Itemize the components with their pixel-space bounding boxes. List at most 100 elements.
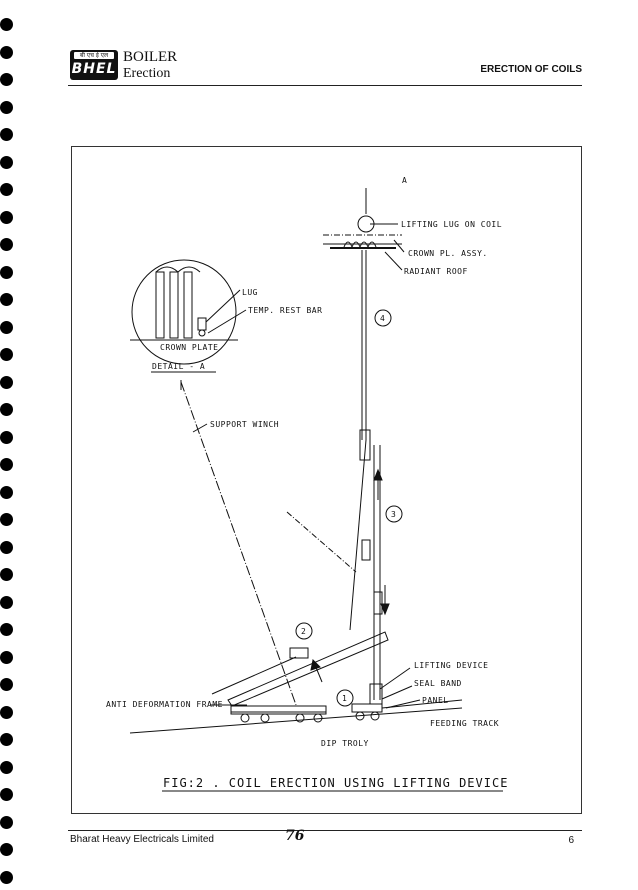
binding-hole (0, 596, 13, 609)
step-1-circle (336, 689, 354, 707)
sheet-number: 76 (285, 828, 305, 844)
binding-hole (0, 348, 13, 361)
inclined-coil-upper (211, 656, 297, 695)
label-radiant-roof: RADIANT ROOF (404, 267, 468, 276)
footer-rule (68, 830, 582, 831)
troly-wheel-2 (260, 713, 270, 723)
inclined-coil (227, 631, 389, 707)
binding-hole (0, 458, 13, 471)
dip-troly-wheel-2 (370, 711, 380, 721)
binding-holes (0, 0, 14, 890)
feeding-track (129, 707, 463, 734)
label-detail-a: DETAIL - A (152, 362, 205, 371)
label-lug: LUG (242, 288, 258, 297)
detail-tube-1 (155, 271, 165, 339)
label-lifting-device: LIFTING DEVICE (414, 661, 488, 670)
label-seal-band: SEAL BAND (414, 679, 462, 688)
lifting-device-clamp (373, 591, 383, 615)
support-winch-line (180, 381, 297, 706)
binding-hole (0, 183, 13, 196)
detail-lug-leader (205, 289, 241, 323)
binding-hole (0, 568, 13, 581)
step-3-circle (385, 505, 403, 523)
binding-hole (0, 238, 13, 251)
troly-wheel-4 (313, 713, 323, 723)
radiant-leader (384, 251, 403, 271)
header-rule (68, 85, 582, 86)
binding-hole (0, 211, 13, 224)
binding-hole (0, 431, 13, 444)
section-title: ERECTION OF COILS (480, 64, 582, 75)
step-2-circle (295, 622, 313, 640)
label-feeding-track: FEEDING TRACK (430, 719, 499, 728)
panel-line (381, 699, 463, 709)
label-step-2: 2 (301, 627, 306, 636)
detail-tube-3 (183, 271, 193, 339)
panel-leader (385, 699, 421, 709)
binding-hole (0, 623, 13, 636)
label-support-winch: SUPPORT WINCH (210, 420, 279, 429)
detail-rest-bar (198, 329, 206, 337)
arrow-up-head (373, 468, 383, 481)
bhel-logo: बी एच ई एल BHEL (70, 50, 118, 80)
binding-hole (0, 101, 13, 114)
dip-troly (351, 703, 383, 713)
label-temp-rest-bar: TEMP. REST BAR (248, 306, 322, 315)
brand-line-2: Erection (123, 66, 171, 81)
label-lifting-lug: LIFTING LUG ON COIL (401, 220, 502, 229)
lifting-device-leader (379, 667, 411, 690)
binding-hole (0, 73, 13, 86)
inclined-coil-clamp (289, 647, 309, 659)
logo-mark: BHEL (71, 61, 117, 77)
binding-hole (0, 816, 13, 829)
rope-block (361, 539, 371, 561)
label-step-4: 4 (380, 314, 385, 323)
brand-line-1: BOILER (123, 49, 178, 65)
arrow-incline-head (310, 658, 321, 671)
binding-hole (0, 706, 13, 719)
support-winch-leader (192, 423, 208, 433)
binding-hole (0, 46, 13, 59)
crown-coils (343, 241, 377, 249)
binding-hole (0, 843, 13, 856)
page-number: 6 (568, 835, 574, 846)
detail-a-circle (131, 259, 237, 365)
crown-leader (393, 239, 405, 253)
binding-hole (0, 871, 13, 884)
detail-lug (197, 317, 207, 331)
binding-hole (0, 376, 13, 389)
figure-caption: FIG:2 . COIL ERECTION USING LIFTING DEVI… (163, 776, 508, 790)
company-name: Bharat Heavy Electricals Limited (70, 834, 214, 845)
binding-hole (0, 651, 13, 664)
rope-center-line (286, 511, 357, 573)
label-step-1: 1 (342, 694, 347, 703)
binding-hole (0, 513, 13, 526)
label-step-3: 3 (391, 510, 396, 519)
binding-hole (0, 156, 13, 169)
label-crown-assy: CROWN PL. ASSY. (408, 249, 488, 258)
binding-hole (0, 486, 13, 499)
lifting-device-upper (359, 429, 371, 461)
step-4-circle (374, 309, 392, 327)
binding-hole (0, 761, 13, 774)
troly-wheel-3 (295, 713, 305, 723)
detail-tube-bends (155, 266, 201, 273)
binding-hole (0, 678, 13, 691)
binding-hole (0, 541, 13, 554)
label-crown-plate: CROWN PLATE (160, 343, 218, 352)
hoist-rope (349, 439, 367, 631)
binding-hole (0, 788, 13, 801)
detail-temp-leader (207, 309, 247, 334)
binding-hole (0, 18, 13, 31)
binding-hole (0, 266, 13, 279)
binding-hole (0, 403, 13, 416)
anti-deformation-frame (230, 705, 327, 715)
binding-hole (0, 293, 13, 306)
binding-hole (0, 128, 13, 141)
seal-band-leader (381, 685, 413, 700)
troly-wheel-1 (240, 713, 250, 723)
logo-caption: बी एच ई एल (74, 52, 114, 59)
label-anti-deformation: ANTI DEFORMATION FRAME (106, 700, 223, 709)
figure-frame (71, 146, 582, 814)
